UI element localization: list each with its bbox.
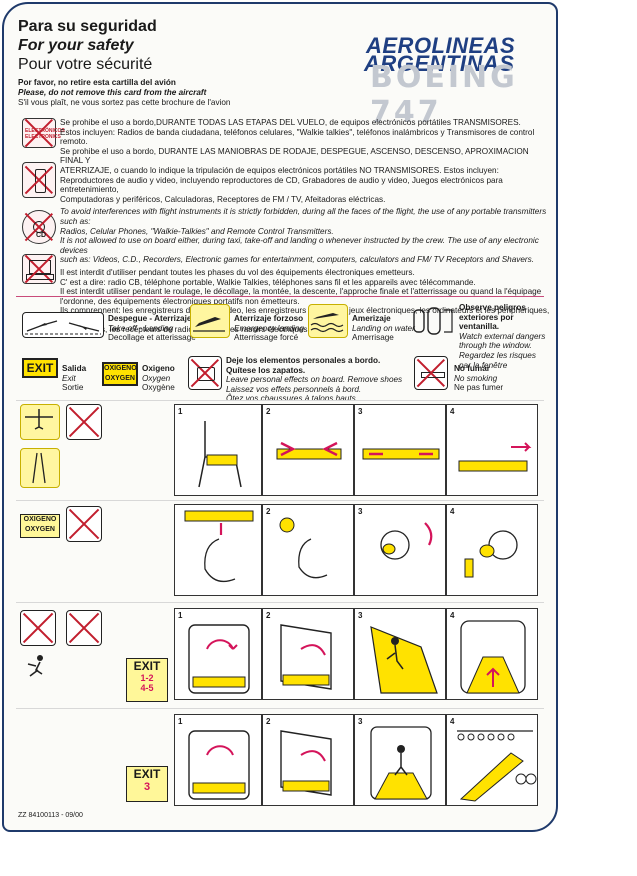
- exit-b-panel-1: 1: [174, 714, 262, 806]
- exit-b-panel-4: 4: [446, 714, 538, 806]
- card-code: ZZ 84100113 - 09/00: [18, 812, 83, 819]
- exit-sign-icon: EXIT: [22, 358, 58, 378]
- seatbelt-panel-4: 4: [446, 404, 538, 496]
- exit-a-panel-1: 1: [174, 608, 262, 700]
- no-smoking-icon: [414, 356, 448, 390]
- exit-a-panel-2: 2: [262, 608, 354, 700]
- exit-luggage-prohibited-icon: [20, 610, 56, 646]
- seatbelt-panel-2: 2: [262, 404, 354, 496]
- takeoff-landing-icon: [22, 312, 104, 338]
- cd-prohibited-icon: CD: [22, 210, 56, 244]
- title-spanish: Para su seguridad: [18, 18, 157, 35]
- exit-b-panel-3: 3: [354, 714, 446, 806]
- exit-shoes-prohibited-icon: [66, 610, 102, 646]
- brand-line2: ARGENTINAS: [364, 51, 515, 76]
- phone-prohibited-icon: [22, 162, 56, 198]
- oxygen-smoking-prohibited-icon: [66, 506, 102, 542]
- legend-window: Observe peligros exteriores por ventanil…: [459, 303, 546, 370]
- electronics-text: Se prohibe el uso a bordo,DURANTE TODAS …: [60, 118, 550, 335]
- oxygen-panel-1: [174, 504, 262, 596]
- runway-icon: [20, 448, 60, 488]
- warning-french: S'il vous plaît, ne vous sortez pas cett…: [18, 98, 231, 107]
- title-french: Pour votre sécurité: [18, 56, 153, 73]
- oxygen-panel-3: 3: [354, 504, 446, 596]
- divider: [16, 296, 544, 297]
- seatbelt-panel-3: 3: [354, 404, 446, 496]
- electronics-prohibited-icon: ELECTRÓNICOS ELECTRONICS: [22, 118, 65, 148]
- exit-doors-1-2-4-5: EXIT 1-2 4-5: [126, 658, 168, 702]
- luggage-prohibited-icon: [188, 356, 222, 390]
- seatbelt-panel-1: 1: [174, 404, 262, 496]
- exit-a-panel-3: 3: [354, 608, 446, 700]
- warning-spanish: Por favor, no retire esta cartilla del a…: [18, 78, 176, 87]
- legend-nosmoking: No fumar No smoking Ne pas fumer: [454, 364, 504, 393]
- exit-b-panel-2: 2: [262, 714, 354, 806]
- oxygen-sign-icon: OXIGENO OXYGEN: [102, 362, 138, 386]
- oxygen-section-label: OXIGENO OXYGEN: [20, 514, 60, 538]
- window-danger-icon: [410, 304, 456, 338]
- legend-oxygen: Oxigeno Oxygen Oxygène: [142, 364, 175, 393]
- jump-figure-icon: [24, 654, 50, 685]
- oxygen-panel-4: 4: [446, 504, 538, 596]
- aircraft-model: BOEING 747: [370, 60, 518, 130]
- legend-takeoff: Despegue - Aterrizaje Take off - Landing…: [108, 314, 196, 343]
- warning-english: Please, do not remove this card from the…: [18, 88, 207, 97]
- seatbelt-takeoff-icon: [20, 404, 60, 440]
- brand-line1: AEROLINEAS: [366, 33, 516, 58]
- exit-a-panel-4: 4: [446, 608, 538, 700]
- exit-door-3: EXIT 3: [126, 766, 168, 802]
- legend-forced: Aterrizaje forzoso Emergency landing Att…: [234, 314, 305, 343]
- emergency-landing-icon: [190, 304, 230, 338]
- legend-exit: Salida Exit Sortie: [62, 364, 87, 393]
- safety-card: Para su seguridad For your safety Pour v…: [2, 2, 558, 832]
- legend-water: Amerizaje Landing on water Amerrisage: [352, 314, 415, 343]
- laptop-prohibited-icon: [22, 254, 56, 284]
- seatbelt-prohibited-icon: [66, 404, 102, 440]
- water-landing-icon: [308, 304, 348, 338]
- title-english: For your safety: [18, 37, 134, 54]
- legend-belongings: Deje los elementos personales a bordo. Q…: [226, 356, 403, 404]
- oxygen-panel-2: 2: [262, 504, 354, 596]
